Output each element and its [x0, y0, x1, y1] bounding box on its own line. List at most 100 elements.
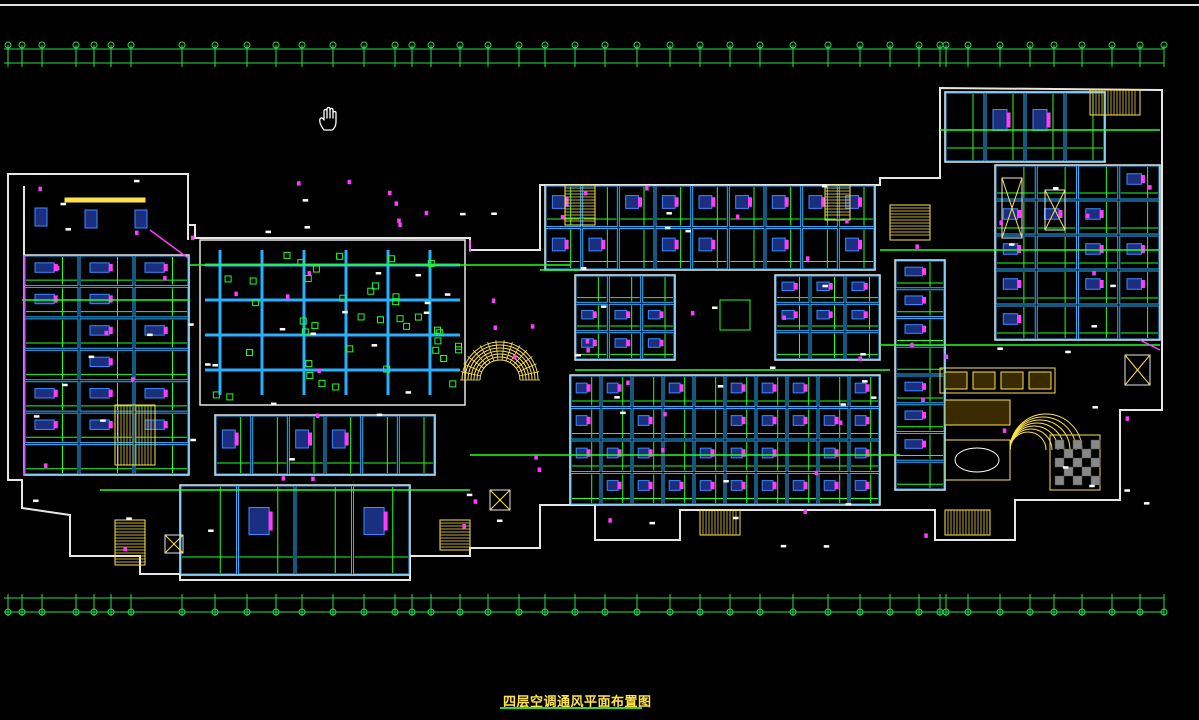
fan-coil-unit	[1032, 109, 1048, 131]
diffuser	[226, 393, 234, 401]
fan-coil-unit	[668, 480, 681, 491]
stair	[944, 509, 991, 536]
room-cell	[215, 415, 252, 475]
equipment-tag	[163, 263, 168, 272]
axis-bubble	[824, 41, 832, 49]
equipment-mark	[915, 244, 919, 249]
curved-stair-tread	[501, 340, 505, 361]
equipment-tag	[821, 197, 826, 207]
equipment-mark	[286, 294, 290, 299]
tag-text-mark	[600, 305, 607, 308]
axis-bubble	[1078, 41, 1086, 49]
diffuser	[346, 345, 354, 353]
diffuser	[249, 277, 257, 285]
drawing-title-underline	[500, 707, 642, 709]
fan-coil-unit	[581, 309, 594, 320]
equipment-tag	[648, 449, 653, 457]
tag-text-mark	[375, 271, 382, 275]
diffuser	[339, 294, 347, 302]
equipment-tag	[53, 389, 58, 397]
tag-text-mark	[33, 415, 40, 418]
equipment-tag	[711, 197, 716, 207]
diffuser	[371, 282, 379, 290]
fan-coil-unit	[761, 382, 774, 394]
diffuser	[376, 316, 384, 324]
axis-bubble	[856, 608, 864, 616]
equipment-tag	[659, 339, 664, 347]
fan-coil-unit	[647, 309, 661, 320]
fan-coil-unit	[89, 293, 110, 305]
room-cell	[24, 444, 79, 475]
room-cell	[725, 473, 756, 505]
axis-bubble	[298, 41, 306, 49]
equipment-mark	[1002, 428, 1007, 433]
fan-coil-unit	[761, 447, 774, 459]
floor-tile	[1072, 475, 1083, 486]
fan-coil-unit	[551, 237, 566, 252]
fan-coil-unit	[647, 338, 661, 348]
fan-coil-unit	[823, 480, 836, 491]
axis-bubble	[18, 41, 26, 49]
axis-bubble	[726, 41, 734, 49]
diffuser	[387, 255, 395, 263]
room-cell	[180, 485, 237, 575]
equipment-tag	[1058, 210, 1063, 218]
axis-bubble	[789, 41, 797, 49]
axis-bubble	[391, 41, 399, 49]
tag-text-mark	[1091, 325, 1097, 328]
room-cell	[810, 332, 845, 360]
axis-bubble	[1108, 608, 1116, 616]
tag-text-mark	[1008, 243, 1015, 246]
diffuser	[403, 322, 411, 330]
tag-text-mark	[620, 411, 626, 415]
equipment-mark	[585, 339, 590, 344]
stair	[824, 184, 851, 221]
room-cell	[1036, 235, 1077, 270]
equipment-tag	[163, 326, 168, 335]
fan-coil-unit	[34, 419, 55, 430]
axis-bubble	[886, 608, 894, 616]
equipment-mark	[44, 463, 48, 468]
floor-tile	[1081, 448, 1092, 459]
fan-coil-unit	[637, 447, 650, 459]
equipment-tag	[922, 325, 926, 333]
equipment-mark	[134, 230, 139, 236]
equipment-tag	[710, 481, 715, 490]
axis-bubble	[633, 608, 641, 616]
equipment-tag	[834, 449, 839, 457]
feature-plate	[719, 299, 751, 331]
elevator-x	[1124, 354, 1151, 386]
drawing-title: 四层空调通风平面布置图	[503, 695, 652, 710]
room-cell	[849, 473, 880, 505]
equipment-mark	[317, 368, 321, 373]
equipment-mark	[38, 186, 42, 192]
tag-text-mark	[126, 517, 132, 520]
equipment-tag	[865, 416, 870, 425]
floor-tile	[1090, 439, 1101, 450]
room-cell	[79, 349, 134, 381]
axis-bubble	[360, 608, 368, 616]
diffuser	[454, 342, 462, 350]
equipment-mark	[55, 265, 60, 271]
equipment-tag	[638, 197, 642, 207]
tag-text-mark	[466, 493, 473, 497]
axis-bubble	[1136, 608, 1144, 616]
diffuser	[436, 329, 444, 337]
tag-text-mark	[88, 355, 95, 359]
axis-bubble	[178, 41, 186, 49]
axis-bubble	[601, 41, 609, 49]
room-cell	[787, 375, 818, 407]
room-cell	[134, 381, 189, 412]
equipment-mark	[782, 315, 786, 321]
room-cell	[756, 473, 787, 505]
room-cell	[601, 473, 632, 505]
equipment-tag	[772, 416, 777, 425]
ceiling-panel	[972, 371, 996, 390]
tag-text-mark	[205, 363, 211, 366]
equipment-tag	[1099, 280, 1104, 288]
ceiling-panel	[944, 371, 968, 390]
fan-coil-unit	[606, 480, 619, 491]
diffuser	[383, 365, 391, 373]
